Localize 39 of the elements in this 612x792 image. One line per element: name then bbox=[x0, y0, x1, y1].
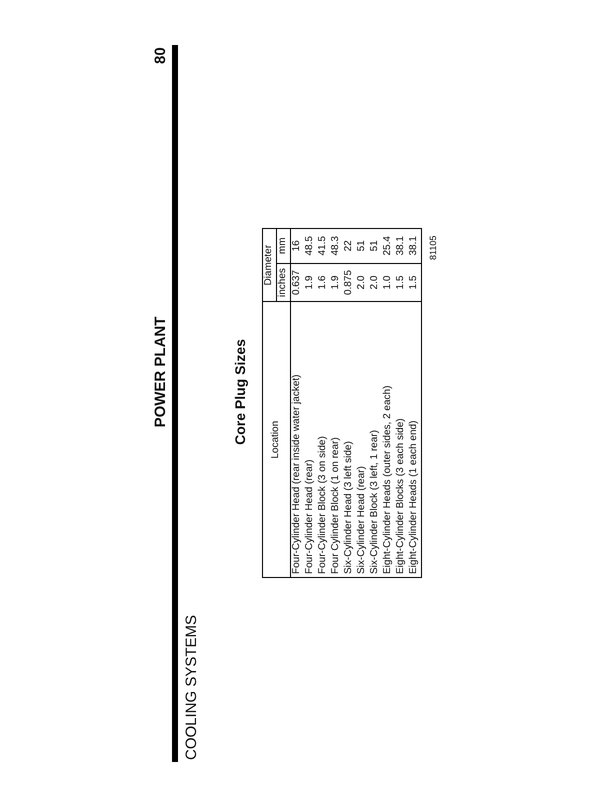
table-cell: 16 bbox=[290, 228, 304, 264]
table-cell: Eight-Cylinder Heads (outer sides, 2 each) bbox=[382, 302, 395, 578]
table-cell: Four-Cylinder Head (rear) bbox=[304, 302, 317, 578]
table-cell: 2.0 bbox=[356, 263, 369, 302]
table-cell: 48.3 bbox=[330, 228, 343, 264]
table-cell: 25.4 bbox=[382, 228, 395, 264]
table-cell: Four-Cylinder Block (3 on side) bbox=[317, 302, 330, 578]
table-cell: Six-Cylinder Block (3 left, 1 rear) bbox=[369, 302, 382, 578]
table-cell: Six-Cylinder Head (rear) bbox=[356, 302, 369, 578]
table-cell: Four-Cylinder Head (rear inside water jacket) bbox=[290, 302, 304, 578]
page-heading: POWER PLANT bbox=[152, 316, 169, 430]
table-cell: 22 bbox=[343, 228, 356, 264]
figure-number: 81105 bbox=[428, 236, 438, 260]
table-cell: 1.5 bbox=[408, 263, 422, 302]
table-cell: 1.9 bbox=[304, 263, 317, 302]
table-cell: 1.6 bbox=[317, 263, 330, 302]
table-header-cell: inches bbox=[276, 263, 290, 302]
table-cell: Eight-Cylinder Heads (1 each end) bbox=[408, 302, 422, 578]
table-cell: 0.875 bbox=[343, 263, 356, 302]
table-cell: Six-Cylinder Head (3 left side) bbox=[343, 302, 356, 578]
table-cell: 2.0 bbox=[369, 263, 382, 302]
table-cell: 38.1 bbox=[408, 228, 422, 264]
table-cell: 48.5 bbox=[304, 228, 317, 264]
table-cell: 51 bbox=[356, 228, 369, 264]
table-header-cell: Location bbox=[262, 302, 290, 578]
table-cell: 51 bbox=[369, 228, 382, 264]
table-header-cell: mm bbox=[276, 228, 290, 264]
table-title: Core Plug Sizes bbox=[232, 338, 248, 447]
table-cell: 1.5 bbox=[395, 263, 408, 302]
table-cell: Eight-Cylinder Blocks (3 each side) bbox=[395, 302, 408, 578]
section-heading: COOLING SYSTEMS bbox=[183, 614, 200, 760]
table-cell: 0.637 bbox=[290, 263, 304, 302]
page-number: 80 bbox=[152, 47, 169, 64]
table-cell: 1.9 bbox=[330, 263, 343, 302]
table-cell: 41.5 bbox=[317, 228, 330, 264]
table-cell: 1.0 bbox=[382, 263, 395, 302]
table-cell: 38.1 bbox=[395, 228, 408, 264]
table-header-cell: Diameter bbox=[262, 228, 276, 302]
table-cell: Four Cylinder Block (1 on rear) bbox=[330, 302, 343, 578]
